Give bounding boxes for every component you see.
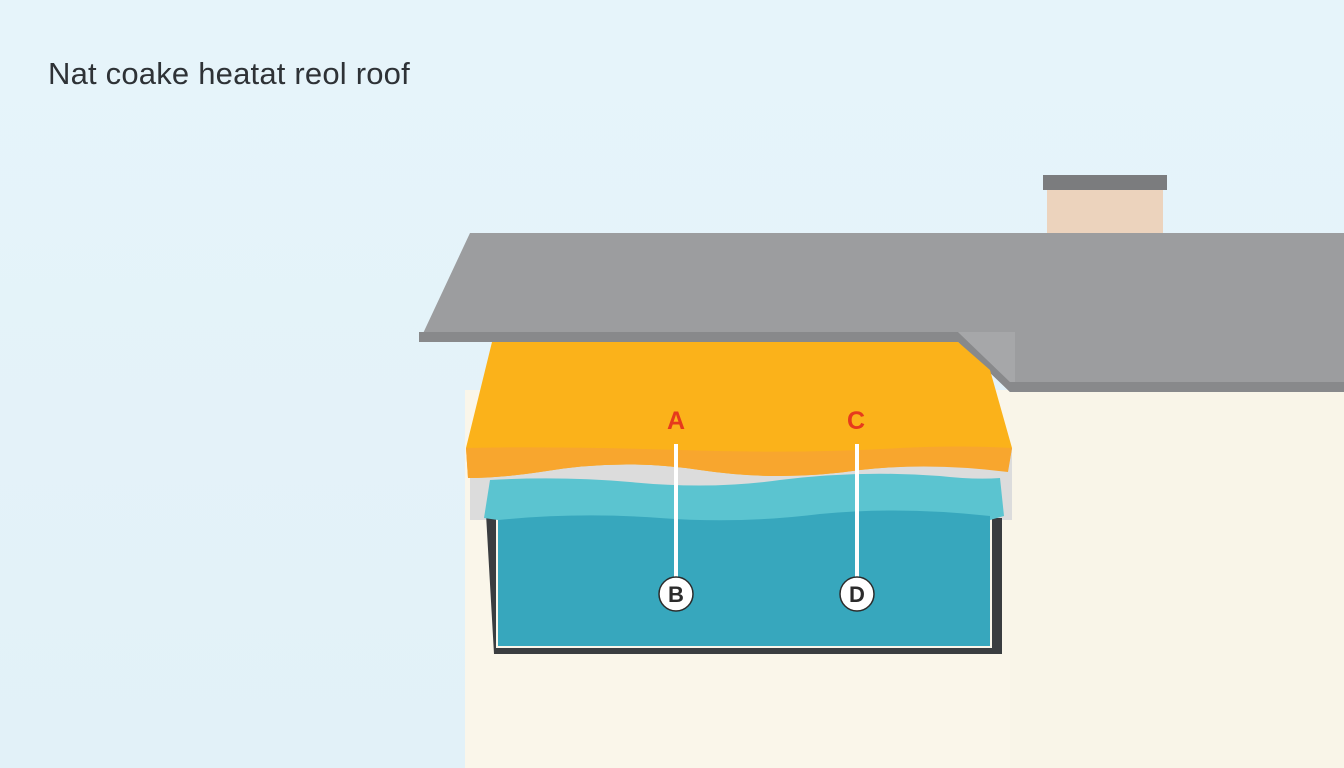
building-wall-right <box>1010 382 1344 768</box>
marker-b-circle <box>658 576 694 612</box>
page-title: Nat coake heatat reol roof <box>48 56 410 91</box>
roof-edge <box>419 332 1344 392</box>
insulation-lower-band <box>466 446 1012 478</box>
marker-d-circle <box>839 576 875 612</box>
label-c: C <box>847 407 865 435</box>
roof-step <box>958 332 1015 382</box>
chimney-cap <box>1043 175 1167 190</box>
roof-slab <box>419 233 1344 392</box>
water-body <box>498 510 990 646</box>
label-a: A <box>667 407 685 435</box>
label-d: D <box>849 582 865 607</box>
insulation-layer <box>466 342 1012 478</box>
label-b: B <box>668 582 684 607</box>
